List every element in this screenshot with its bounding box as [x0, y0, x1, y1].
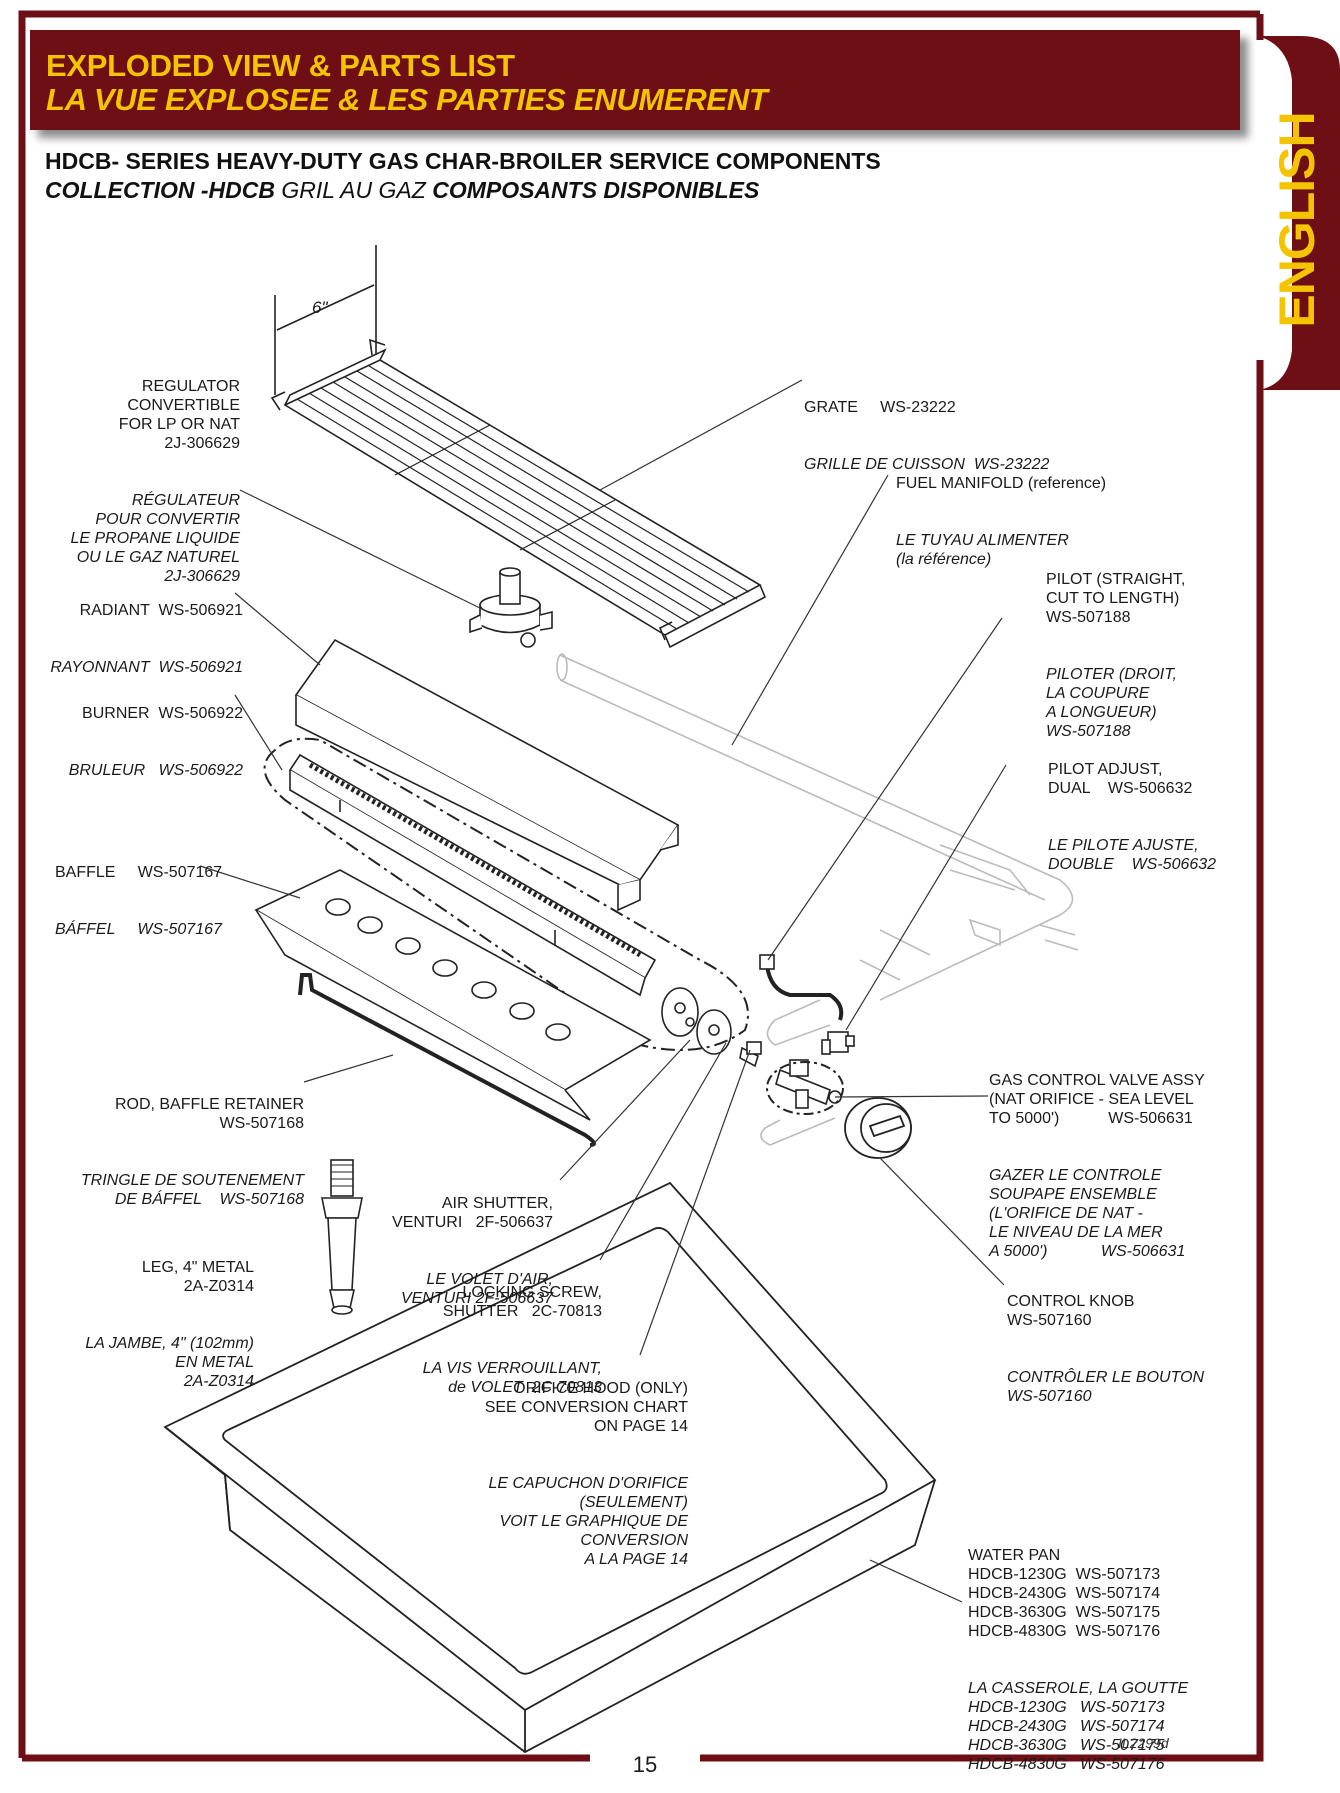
label-water-pan: WATER PAN HDCB-1230G WS-507173 HDCB-2430…	[968, 1508, 1188, 1793]
radiant-drawing	[294, 638, 680, 912]
page-border	[18, 10, 1264, 1762]
label-rod-baffle-retainer-fr: TRINGLE DE SOUTENEMENT DE BÁFFEL WS-5071…	[80, 1172, 304, 1208]
subtitle-french-bold-a: COLLECTION -HDCB	[45, 177, 275, 203]
label-burner-fr: BRULEUR WS-506922	[68, 762, 243, 779]
header-banner: EXPLODED VIEW & PARTS LIST LA VUE EXPLOS…	[30, 30, 1240, 130]
label-locking-screw-en: LOCKING SCREW, SHUTTER 2C-70813	[442, 1284, 602, 1320]
label-burner: BURNER WS-506922 BRULEUR WS-506922	[69, 666, 243, 799]
label-gas-control-valve-en: GAS CONTROL VALVE ASSY (NAT ORIFICE - SE…	[989, 1072, 1205, 1127]
label-grate-fr: GRILLE DE CUISSON WS-23222	[804, 456, 1050, 473]
label-orifice-hood-fr: LE CAPUCHON D'ORIFICE (SEULEMENT) VOIT L…	[488, 1475, 688, 1568]
label-air-shutter-en: AIR SHUTTER, VENTURI 2F-506637	[392, 1195, 553, 1231]
label-fuel-manifold-en: FUEL MANIFOLD (reference)	[896, 475, 1107, 492]
label-orifice-hood: ORIFICE HOOD (ONLY) SEE CONVERSION CHART…	[485, 1341, 688, 1588]
label-pilot-adjust: PILOT ADJUST, DUAL WS-506632 LE PILOTE A…	[1048, 722, 1216, 893]
label-control-knob-fr: CONTRÔLER LE BOUTON WS-507160	[1007, 1369, 1205, 1405]
valve-dashed-outline	[766, 1061, 844, 1115]
label-pilot-en: PILOT (STRAIGHT, CUT TO LENGTH) WS-50718…	[1046, 571, 1186, 626]
subtitle-french-plain: GRIL AU GAZ	[274, 177, 433, 203]
label-air-shutter: AIR SHUTTER, VENTURI 2F-506637 LE VOLET …	[392, 1156, 553, 1327]
language-tab-text: ENGLISH	[1269, 112, 1325, 328]
water-pan-drawing	[163, 1181, 937, 1754]
label-pilot-adjust-en: PILOT ADJUST, DUAL WS-506632	[1048, 761, 1193, 797]
label-leg-en: LEG, 4" METAL 2A-Z0314	[141, 1259, 254, 1295]
label-radiant-fr: RAYONNANT WS-506921	[50, 659, 243, 676]
label-pilot: PILOT (STRAIGHT, CUT TO LENGTH) WS-50718…	[1046, 532, 1185, 760]
label-orifice-hood-en: ORIFICE HOOD (ONLY) SEE CONVERSION CHART…	[484, 1380, 688, 1435]
label-baffle-fr: BÁFFEL WS-507167	[55, 921, 222, 938]
baffle-drawing	[254, 869, 652, 1121]
fuel-manifold-drawing	[556, 653, 1079, 1046]
label-grate: GRATE WS-23222 GRILLE DE CUISSON WS-2322…	[804, 360, 1049, 493]
regulator-drawing	[469, 567, 553, 648]
label-rod-baffle-retainer: ROD, BAFFLE RETAINER WS-507168 TRINGLE D…	[81, 1057, 304, 1228]
figure-id: IL2299d	[1118, 1735, 1169, 1751]
label-water-pan-fr: LA CASSEROLE, LA GOUTTE HDCB-1230G WS-50…	[968, 1680, 1189, 1773]
label-regulator-en: REGULATOR CONVERTIBLE FOR LP OR NAT 2J-3…	[118, 378, 240, 452]
label-pilot-adjust-fr: LE PILOTE AJUSTE, DOUBLE WS-506632	[1048, 837, 1217, 873]
label-baffle: BAFFLE WS-507167 BÁFFEL WS-507167	[55, 825, 222, 958]
label-control-knob: CONTROL KNOB WS-507160 CONTRÔLER LE BOUT…	[1007, 1254, 1204, 1425]
subtitle-french-bold-b: COMPOSANTS DISPONIBLES	[432, 177, 760, 203]
pilot-drawing	[765, 964, 844, 1021]
label-pilot-fr: PILOTER (DROIT, LA COUPURE A LONGUEUR) W…	[1046, 666, 1177, 740]
subtitle-english: HDCB- SERIES HEAVY-DUTY GAS CHAR-BROILER…	[45, 148, 881, 174]
label-regulator: REGULATOR CONVERTIBLE FOR LP OR NAT 2J-3…	[70, 339, 240, 605]
burner-dashed-outline	[263, 737, 749, 1051]
label-radiant-en: RADIANT WS-506921	[79, 602, 243, 619]
label-regulator-fr: RÉGULATEUR POUR CONVERTIR LE PROPANE LIQ…	[70, 492, 240, 585]
valve-drawing	[746, 1041, 842, 1109]
label-burner-en: BURNER WS-506922	[82, 705, 243, 722]
label-gas-control-valve: GAS CONTROL VALVE ASSY (NAT ORIFICE - SE…	[989, 1033, 1205, 1280]
label-grate-en: GRATE WS-23222	[804, 399, 956, 416]
label-radiant: RADIANT WS-506921 RAYONNANT WS-506921	[50, 563, 243, 696]
label-leg: LEG, 4" METAL 2A-Z0314 LA JAMBE, 4" (102…	[85, 1220, 254, 1410]
label-baffle-en: BAFFLE WS-507167	[55, 864, 223, 881]
pilot-adjust-drawing	[821, 1031, 855, 1055]
control-knob-drawing	[844, 1097, 912, 1159]
label-fuel-manifold-fr: LE TUYAU ALIMENTER (la référence)	[896, 532, 1069, 568]
label-locking-screw-fr: LA VIS VERROUILLANT, de VOLET 2C-70813	[422, 1360, 602, 1396]
leg-drawing	[321, 1159, 363, 1315]
header-title-english: EXPLODED VIEW & PARTS LIST	[46, 48, 515, 83]
page-number: 15	[620, 1752, 670, 1778]
burner-drawing	[288, 753, 759, 1068]
header-title-french: LA VUE EXPLOSEE & LES PARTIES ENUMERENT	[46, 82, 768, 117]
label-fuel-manifold: FUEL MANIFOLD (reference) LE TUYAU ALIME…	[896, 436, 1106, 588]
label-rod-baffle-retainer-en: ROD, BAFFLE RETAINER WS-507168	[114, 1096, 304, 1132]
language-tab-label: ENGLISH	[1262, 100, 1332, 340]
label-leg-fr: LA JAMBE, 4" (102mm) EN METAL 2A-Z0314	[85, 1335, 254, 1390]
label-control-knob-en: CONTROL KNOB WS-507160	[1007, 1293, 1135, 1329]
subtitle-french: COLLECTION -HDCB GRIL AU GAZ COMPOSANTS …	[45, 177, 759, 204]
leader-lines	[199, 379, 1007, 1603]
dimension-label: 6"	[312, 298, 328, 317]
grate-drawing	[270, 245, 767, 649]
label-locking-screw: LOCKING SCREW, SHUTTER 2C-70813 LA VIS V…	[423, 1245, 602, 1416]
language-tab	[1258, 36, 1340, 390]
label-gas-control-valve-fr: GAZER LE CONTROLE SOUPAPE ENSEMBLE (L'OR…	[989, 1167, 1186, 1260]
label-water-pan-en: WATER PAN HDCB-1230G WS-507173 HDCB-2430…	[968, 1547, 1161, 1640]
label-air-shutter-fr: LE VOLET D'AIR, VENTURI 2F-506637	[400, 1271, 553, 1307]
